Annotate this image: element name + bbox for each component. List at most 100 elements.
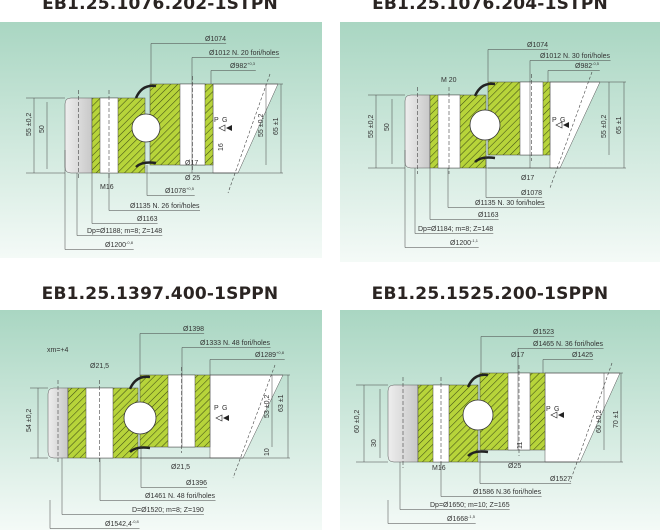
dimension-text: 50 bbox=[39, 125, 46, 133]
dimension-text: Ø1542,4 bbox=[105, 521, 132, 528]
dimension-label: Ø1668-1,5 bbox=[447, 514, 476, 523]
seal-top bbox=[473, 82, 496, 97]
dimension-label: M 20 bbox=[441, 77, 457, 84]
seal-bottom bbox=[129, 446, 151, 453]
dimension-label: Ø1078+0,5 bbox=[165, 186, 195, 195]
dimension-text: 55 ±0,2 bbox=[601, 115, 608, 138]
dimension-text: Ø1465 N. 36 fori/holes bbox=[533, 341, 604, 348]
dimension-label: 60 ±0,2 bbox=[354, 410, 361, 433]
dimension-label: 10 bbox=[264, 448, 271, 456]
dimension-tolerance: +0,3 bbox=[247, 61, 256, 66]
g-marker-icon bbox=[226, 125, 232, 131]
dimension-label: G bbox=[222, 117, 227, 124]
dimension-label: Ø1074 bbox=[527, 42, 548, 49]
dimension-tolerance: -0,5 bbox=[592, 61, 600, 66]
dimension-label: Ø1523 bbox=[533, 329, 554, 336]
dimension-text: Dp=Ø1650; m=10; Z=165 bbox=[430, 502, 510, 509]
dimension-label: Ø1396 bbox=[186, 480, 207, 487]
dimension-text: Dp=Ø1188; m=8; Z=148 bbox=[87, 228, 162, 235]
dimension-tolerance: +0,5 bbox=[186, 186, 195, 191]
dimension-label: Ø1012 N. 30 fori/holes bbox=[540, 53, 611, 60]
dimension-label: Ø1012 N. 20 fori/holes bbox=[209, 50, 280, 57]
dimension-label: 65 ±1 bbox=[616, 116, 623, 134]
dimension-label: 70 ±1 bbox=[613, 410, 620, 428]
dimension-label: M16 bbox=[432, 465, 446, 472]
dimension-label: Ø1461 N. 48 fori/holes bbox=[145, 493, 216, 500]
dimension-text: P bbox=[546, 406, 551, 413]
dimension-text: Ø17 bbox=[511, 352, 524, 359]
dimension-label: M16 bbox=[100, 184, 114, 191]
dimension-text: Ø1289 bbox=[255, 352, 276, 359]
p-marker-icon bbox=[550, 411, 558, 419]
dimension-label: Ø17 bbox=[521, 175, 534, 182]
dimension-text: G bbox=[554, 406, 559, 413]
dimension-text: P bbox=[214, 405, 219, 412]
g-marker-icon bbox=[563, 122, 569, 128]
dimension-label: 11 bbox=[517, 442, 524, 449]
dimension-text: Ø1200 bbox=[105, 242, 126, 249]
dimension-text: D=Ø1520; m=8; Z=190 bbox=[132, 507, 204, 514]
dimension-text: 53 ±0,2 bbox=[264, 395, 271, 418]
dimension-text: Ø1078 bbox=[165, 188, 186, 195]
dimension-text: Ø1200 bbox=[450, 240, 471, 247]
dimension-label: Ø1465 N. 36 fori/holes bbox=[533, 341, 604, 348]
ball bbox=[123, 401, 157, 435]
dimension-text: P bbox=[214, 117, 219, 124]
dimension-label: Ø1289+0,8 bbox=[255, 350, 285, 359]
dimension-text: Ø1074 bbox=[527, 42, 548, 49]
drawing-title: EB1.25.1525.200-1SPPN bbox=[371, 284, 609, 304]
dimension-label: G bbox=[222, 405, 227, 412]
dimension-label: Dp=Ø1184; m=8; Z=148 bbox=[418, 226, 493, 233]
dimension-text: Ø1668 bbox=[447, 516, 468, 523]
dimension-label: Ø1586 N.36 fori/holes bbox=[473, 489, 542, 496]
dimension-text: M16 bbox=[432, 465, 446, 472]
drawing-title: EB1.25.1397.400-1SPPN bbox=[41, 284, 279, 304]
dimension-text: Ø982 bbox=[575, 63, 592, 70]
dimension-label: 16 bbox=[218, 143, 225, 151]
ball bbox=[131, 113, 161, 143]
dimension-text: P bbox=[552, 117, 557, 124]
dimension-label: Ø1074 bbox=[205, 36, 226, 43]
dimension-line bbox=[549, 71, 593, 189]
dimension-text: Ø1333 N. 48 fori/holes bbox=[200, 340, 271, 347]
dimension-tolerance: -1,1 bbox=[471, 238, 479, 243]
dimension-text: Ø17 bbox=[521, 175, 534, 182]
dimension-text: 60 ±0,2 bbox=[354, 410, 361, 433]
dimension-label: P bbox=[214, 117, 219, 124]
dimension-label: Ø1135 N. 26 fori/holes bbox=[130, 203, 200, 210]
dimension-label: Ø1542,4-0,8 bbox=[105, 519, 140, 528]
drawing-title: EB1.25.1076.204-1STPN bbox=[372, 0, 608, 14]
dimension-text: 30 bbox=[371, 439, 378, 447]
dimension-label: 55 ±0,2 bbox=[26, 113, 33, 136]
dimension-text: M16 bbox=[100, 184, 114, 191]
dimension-text: xm=+4 bbox=[47, 347, 69, 354]
dimension-label: 60 ±0,2 bbox=[596, 410, 603, 433]
dimension-label: Ø25 bbox=[508, 463, 521, 470]
dimension-text: Ø1078 bbox=[521, 190, 542, 197]
dimension-label: 50 bbox=[384, 123, 391, 131]
dimension-label: 55 ±0,2 bbox=[368, 115, 375, 138]
dimension-text: Ø1012 N. 20 fori/holes bbox=[209, 50, 280, 57]
dimension-text: Ø1074 bbox=[205, 36, 226, 43]
dimension-label: 30 bbox=[371, 439, 378, 447]
dimension-text: Ø1396 bbox=[186, 480, 207, 487]
dimension-tolerance: -0,8 bbox=[132, 519, 140, 524]
dimension-label: Ø1200-1,1 bbox=[450, 238, 479, 247]
dimension-label: Ø21,5 bbox=[171, 464, 190, 471]
dimension-label: P bbox=[546, 406, 551, 413]
dimension-label: Ø1078 bbox=[521, 190, 542, 197]
dimension-label: 65 ±1 bbox=[273, 117, 280, 135]
g-marker-icon bbox=[223, 415, 229, 421]
drawing-title: EB1.25.1076.202-1STPN bbox=[42, 0, 278, 14]
ball bbox=[469, 109, 501, 141]
dimension-label: Ø982-0,5 bbox=[575, 61, 600, 70]
seal-top bbox=[128, 375, 151, 390]
dimension-text: Ø1586 N.36 fori/holes bbox=[473, 489, 542, 496]
dimension-text: Ø1163 bbox=[478, 212, 499, 219]
dimension-label: Ø 25 bbox=[185, 175, 200, 182]
p-marker-icon bbox=[555, 121, 563, 129]
dimension-label: Ø17 bbox=[511, 352, 524, 359]
dimension-text: 55 ±0,2 bbox=[368, 115, 375, 138]
p-marker-icon bbox=[218, 124, 226, 132]
dimension-text: 65 ±1 bbox=[273, 117, 280, 135]
